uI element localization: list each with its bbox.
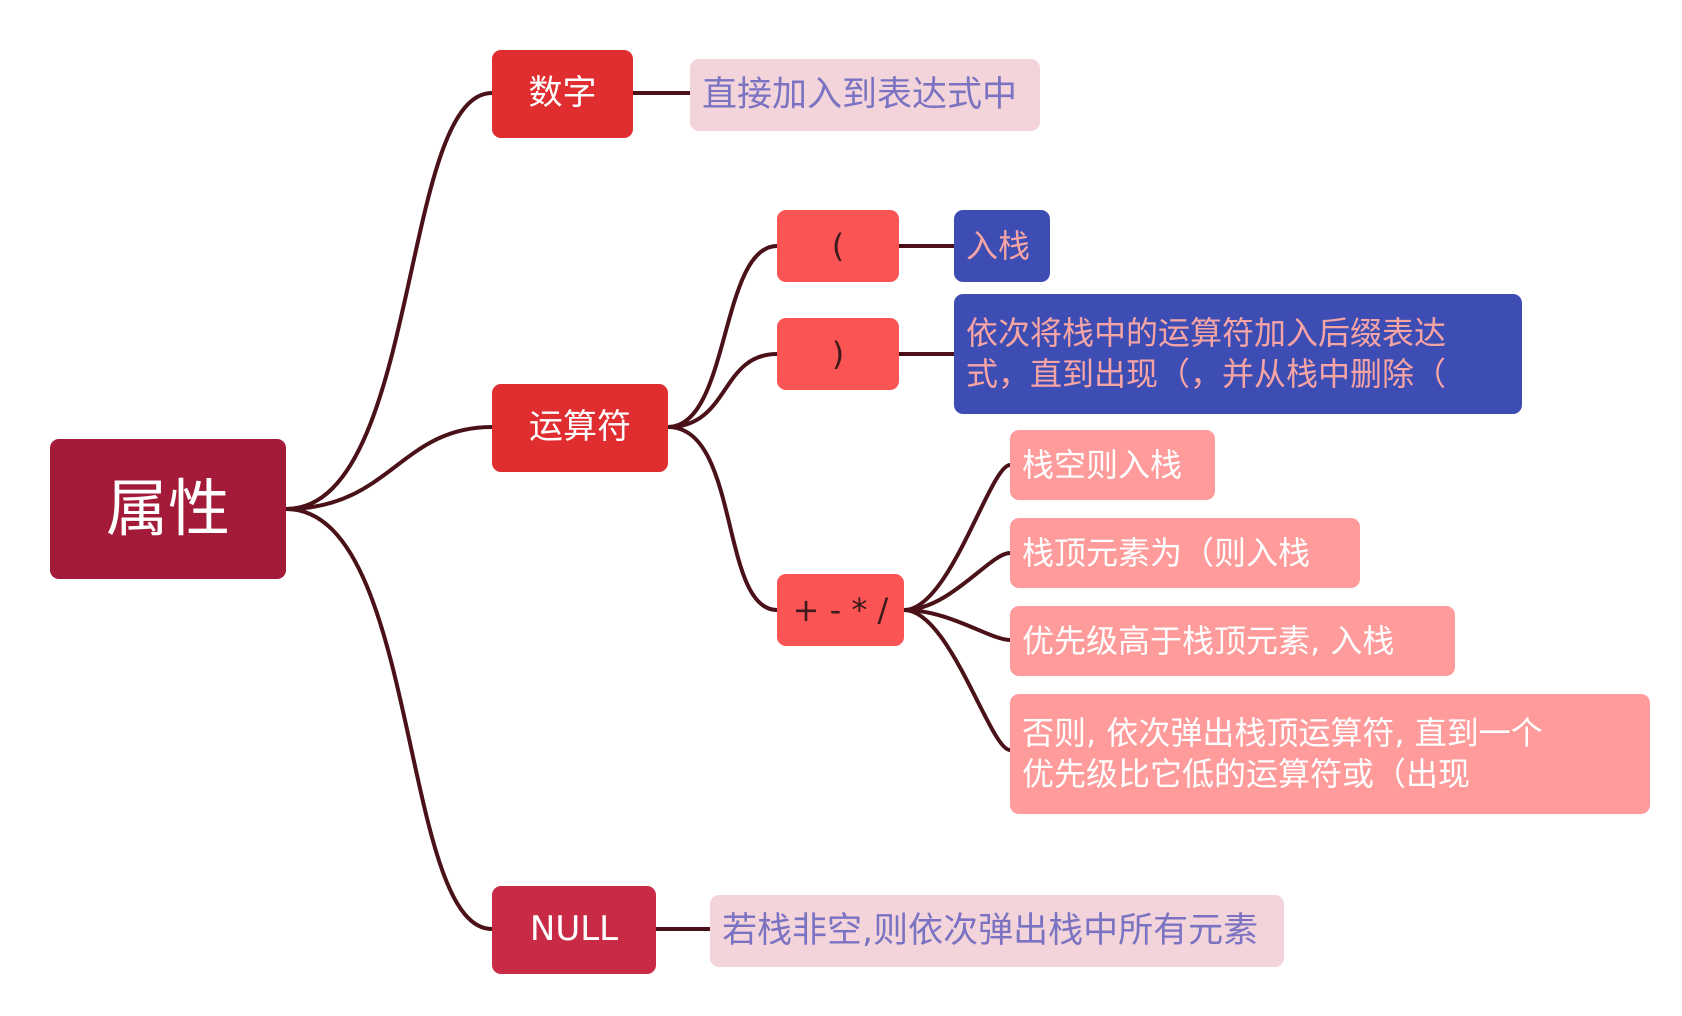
arith-detail-3-text: 优先级高于栈顶元素, 入栈	[1022, 621, 1395, 660]
close-paren-detail-text: 依次将栈中的运算符加入后缀表达 式，直到出现（，并从栈中删除（	[966, 314, 1447, 393]
connector-arith-detail-1	[902, 463, 1012, 612]
arith-detail-2-text: 栈顶元素为（则入栈	[1022, 533, 1311, 572]
branch-number-label: 数字	[528, 73, 597, 114]
arith-detail-4-text: 否则, 依次弹出栈顶运算符, 直到一个 优先级比它低的运算符或（出现	[1022, 714, 1543, 793]
root-label: 属性	[105, 472, 230, 546]
connector-operator-close	[666, 352, 779, 429]
close-paren-detail[interactable]: 依次将栈中的运算符加入后缀表达 式，直到出现（，并从栈中删除（	[954, 294, 1522, 414]
null-detail[interactable]: 若栈非空,则依次弹出栈中所有元素	[710, 895, 1284, 967]
operator-close-paren[interactable]: )	[777, 318, 899, 390]
connector-arith-detail-4	[902, 608, 1012, 752]
branch-null-label: NULL	[529, 909, 619, 950]
connector-root-operator	[284, 425, 494, 511]
arith-detail-1[interactable]: 栈空则入栈	[1010, 430, 1215, 500]
arith-detail-1-text: 栈空则入栈	[1022, 445, 1183, 484]
number-detail-text: 直接加入到表达式中	[702, 74, 1018, 115]
branch-operator-label: 运算符	[529, 407, 631, 448]
branch-operator[interactable]: 运算符	[492, 384, 668, 472]
arith-detail-4[interactable]: 否则, 依次弹出栈顶运算符, 直到一个 优先级比它低的运算符或（出现	[1010, 694, 1650, 814]
connector-arith-detail-2	[902, 551, 1012, 612]
operator-arith-label: + - * /	[792, 590, 889, 629]
arith-detail-3[interactable]: 优先级高于栈顶元素, 入栈	[1010, 606, 1455, 676]
connector-arith-detail-3	[902, 608, 1012, 642]
branch-null[interactable]: NULL	[492, 886, 656, 974]
operator-arith[interactable]: + - * /	[777, 574, 904, 646]
operator-open-paren-label: (	[831, 226, 845, 265]
connector-root-number	[284, 91, 494, 511]
root-node-attribute[interactable]: 属性	[50, 439, 286, 579]
null-detail-text: 若栈非空,则依次弹出栈中所有元素	[722, 910, 1259, 951]
open-paren-detail[interactable]: 入栈	[954, 210, 1050, 282]
operator-close-paren-label: )	[831, 334, 845, 373]
number-detail[interactable]: 直接加入到表达式中	[690, 59, 1040, 131]
connector-operator-open	[666, 244, 779, 429]
connector-operator-arith	[666, 425, 779, 612]
branch-number[interactable]: 数字	[492, 50, 633, 138]
arith-detail-2[interactable]: 栈顶元素为（则入栈	[1010, 518, 1360, 588]
connector-root-null	[284, 507, 494, 931]
open-paren-detail-text: 入栈	[966, 226, 1031, 265]
operator-open-paren[interactable]: (	[777, 210, 899, 282]
